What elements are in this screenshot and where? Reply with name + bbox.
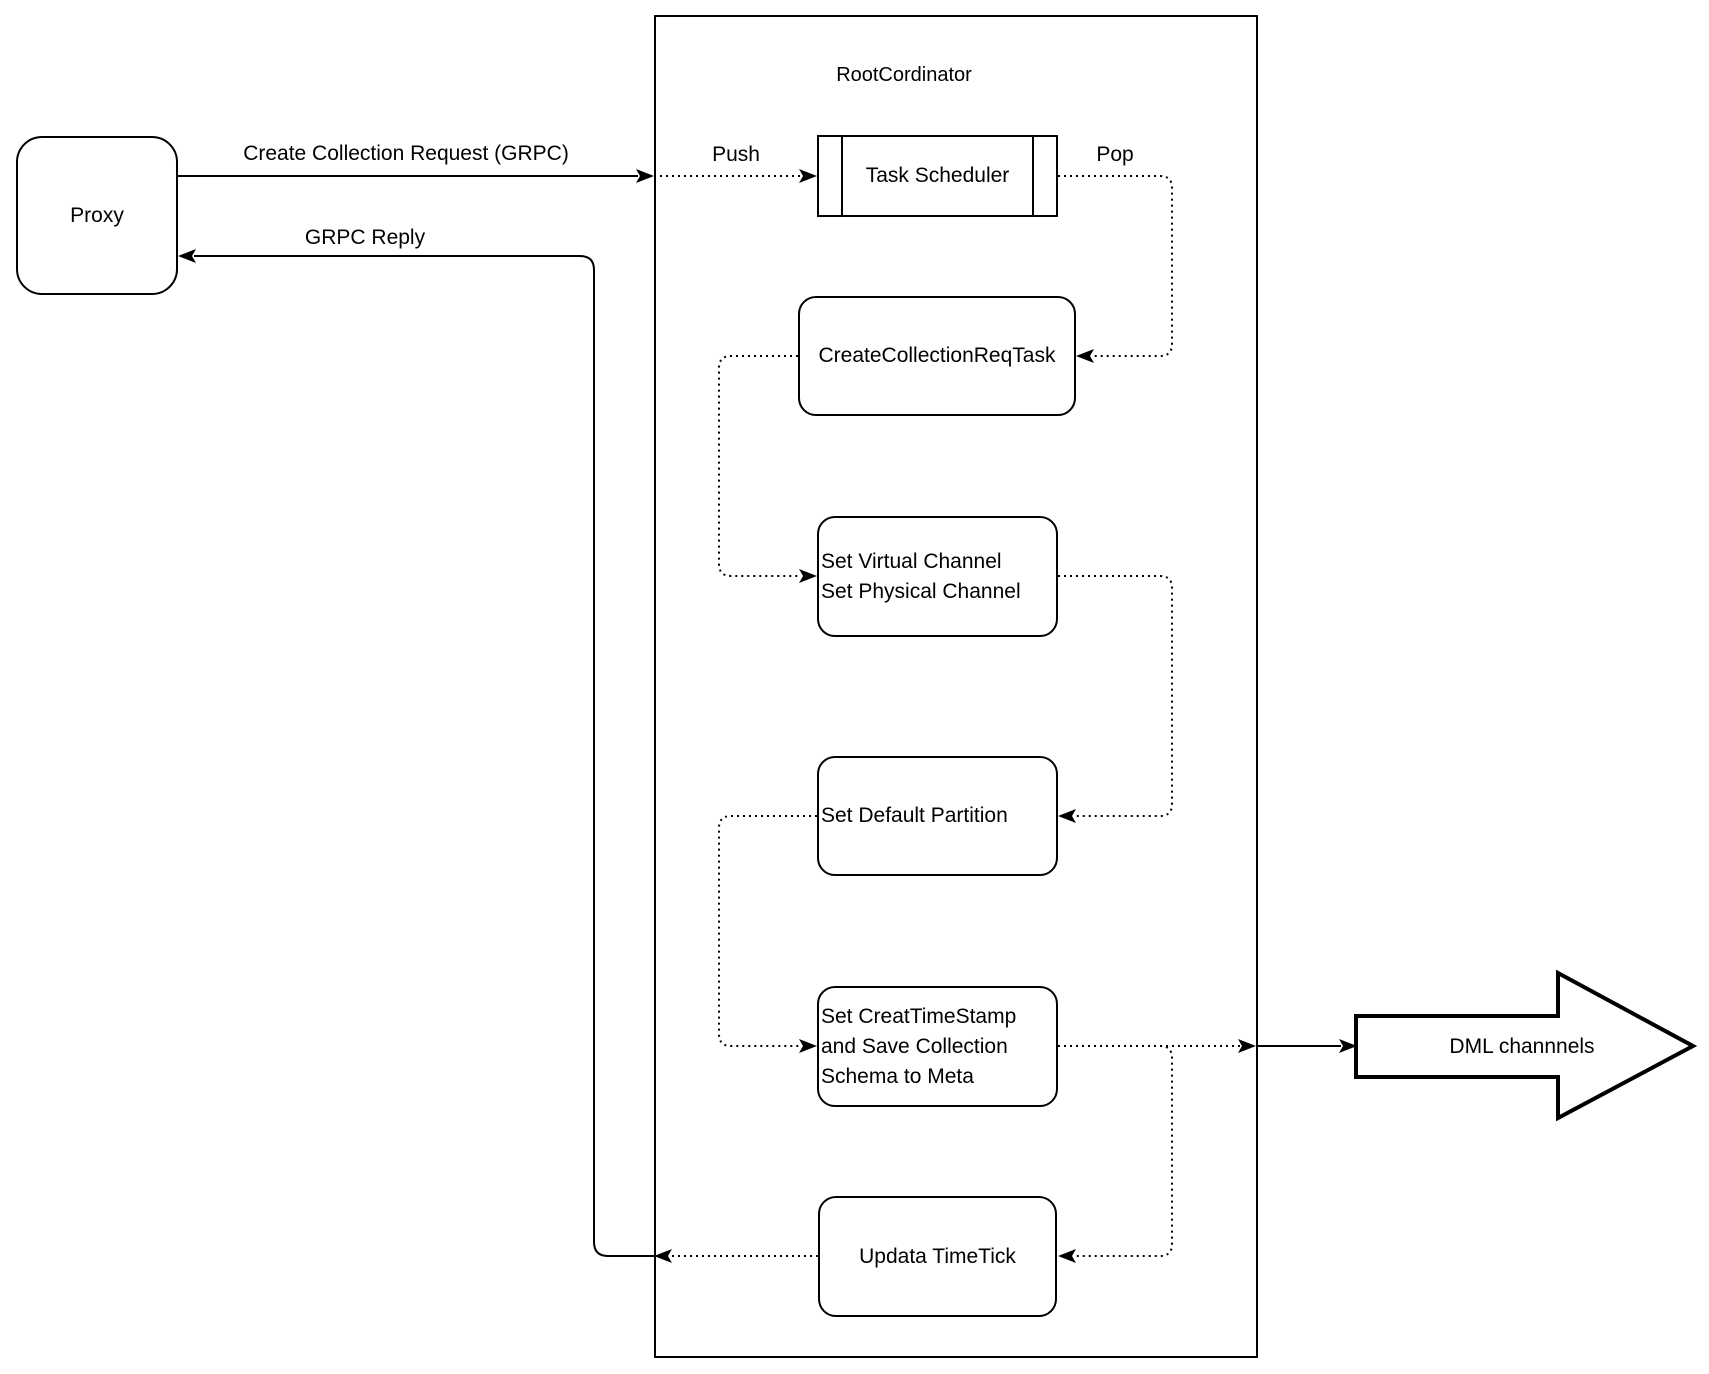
edge-push [654,169,817,183]
edge-create-collection-request [178,169,654,183]
push-label: Push [712,143,760,166]
set-channel-line-1: Set Virtual Channel [821,549,1002,573]
edge-reqtask-to-setchannel [718,355,817,583]
set-channel-line-2: Set Physical Channel [821,579,1021,603]
arrowhead-right-icon [799,169,817,183]
dml-channels-label: DML channnels [1449,1035,1595,1058]
edge-setchannel-to-partition [1058,575,1173,823]
task-scheduler-label: Task Scheduler [865,164,1010,187]
arrowhead-left-icon [1058,809,1076,823]
proxy-node: Proxy [16,136,178,295]
set-creat-timestamp-line-3: Schema to Meta [821,1064,974,1088]
task-scheduler-node: Task Scheduler [817,135,1058,217]
arrowhead-left-icon [1076,349,1094,363]
arrowhead-right-icon [1339,1039,1357,1053]
create-collection-req-task-label: CreateCollectionReqTask [818,344,1056,367]
edge-timestamp-to-border [1058,1039,1256,1053]
updata-timetick-label: Updata TimeTick [859,1244,1016,1268]
set-creat-timestamp-node: Set CreatTimeStamp and Save Collection S… [817,986,1058,1107]
task-scheduler-left-bar [841,137,843,215]
root-coordinator-container [654,15,1258,1358]
grpc-reply-label: GRPC Reply [304,226,426,249]
arrowhead-left-icon [654,1249,672,1263]
arrowhead-right-icon [799,1039,817,1053]
arrowhead-right-icon [1238,1039,1256,1053]
edge-grpc-reply [178,249,654,1257]
root-coordinator-title: RootCordinator [836,64,972,86]
dml-arrow-shape [1354,969,1698,1122]
proxy-label: Proxy [70,203,124,227]
set-default-partition-label: Set Default Partition [821,804,1008,827]
create-collection-request-label: Create Collection Request (GRPC) [243,142,569,165]
arrowhead-left-icon [1058,1249,1076,1263]
edge-timetick-to-border [654,1249,818,1263]
updata-timetick-node: Updata TimeTick [818,1196,1057,1317]
create-collection-req-task-node: CreateCollectionReqTask [798,296,1076,416]
edge-branch-to-timetick [1058,1045,1173,1263]
set-channel-node: Set Virtual Channel Set Physical Channel [817,516,1058,637]
pop-label: Pop [1096,143,1134,166]
set-creat-timestamp-line-2: and Save Collection [821,1034,1008,1058]
task-scheduler-right-bar [1032,137,1034,215]
edge-border-to-dml [1258,1039,1357,1053]
edge-partition-to-timestamp [718,815,817,1053]
set-default-partition-node: Set Default Partition [817,756,1058,876]
arrowhead-right-icon [799,569,817,583]
set-creat-timestamp-line-1: Set CreatTimeStamp [821,1004,1017,1028]
arrowhead-left-icon [178,249,196,263]
edge-pop [1058,175,1173,363]
arrowhead-right-icon [636,169,654,183]
